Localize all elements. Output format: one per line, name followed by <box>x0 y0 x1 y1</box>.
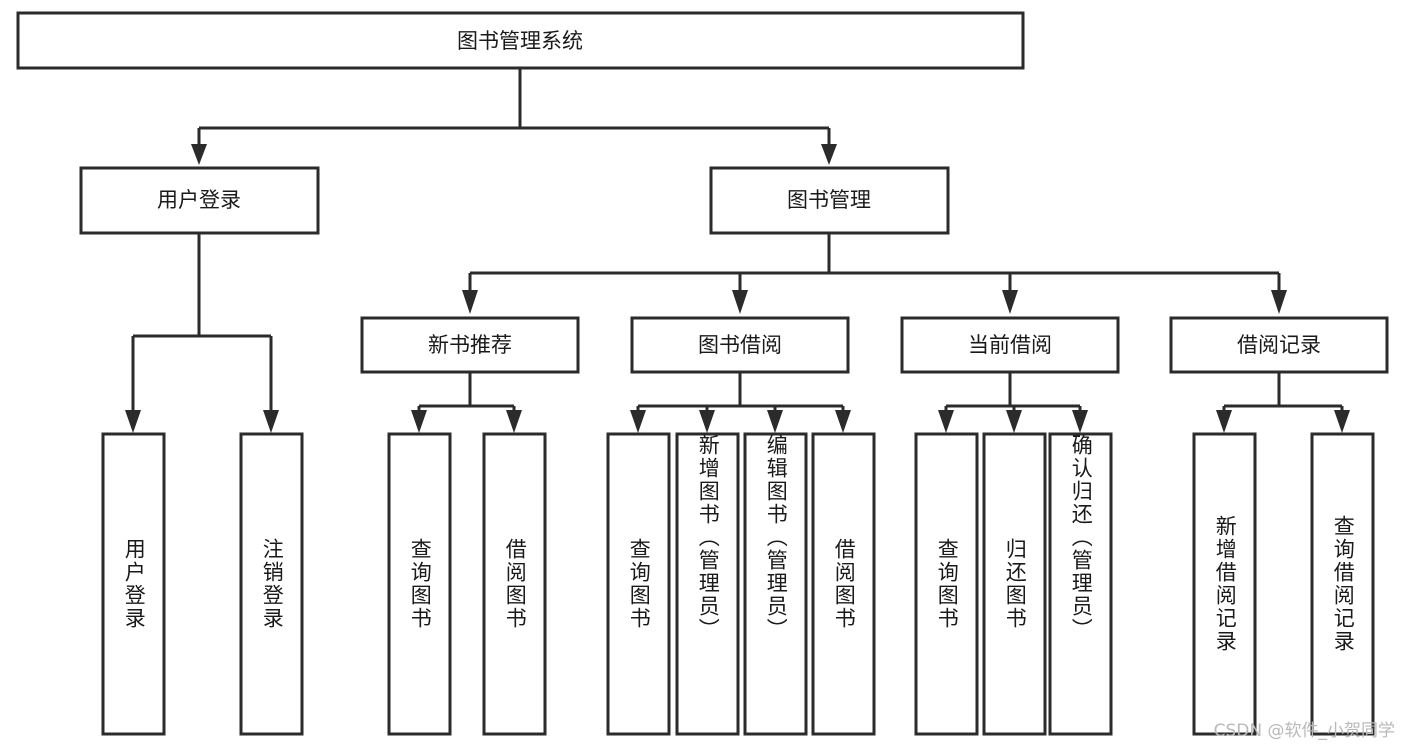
arrow-head-leaf-confirm-return <box>1072 410 1088 433</box>
connector-group-book-borrow <box>630 372 851 433</box>
arrow-head-leaf-borrow-book-2 <box>835 410 851 433</box>
leaf-box-query-book-2[interactable] <box>606 432 671 736</box>
leaf-user-login-label: 用户登录 <box>122 538 147 630</box>
node-borrow-record[interactable]: 借阅记录 <box>1169 316 1389 374</box>
connector-group-current-borrow <box>938 372 1088 433</box>
leaf-edit-book-label: 编辑图书（管理员） <box>764 434 789 641</box>
arrow-head-current-borrow <box>1002 290 1018 314</box>
leaf-user-login[interactable]: 用户登录 <box>103 434 164 734</box>
leaf-borrow-book-1[interactable]: 借阅图书 <box>484 434 545 734</box>
leaf-query-record[interactable]: 查询借阅记录 <box>1312 434 1373 734</box>
csdn-watermark: CSDN @软件_小贺同学 <box>1213 721 1395 741</box>
leaf-box-query-record[interactable] <box>1310 432 1375 736</box>
connector-group-new-book-recommend <box>411 372 522 433</box>
leaf-box-borrow-book-2[interactable] <box>811 432 876 736</box>
leaf-borrow-book-2[interactable]: 借阅图书 <box>813 434 874 734</box>
node-user-login-label: 用户登录 <box>157 188 241 212</box>
arrow-head-leaf-query-book-3 <box>938 410 954 433</box>
node-book-management[interactable]: 图书管理 <box>709 166 950 235</box>
arrow-head-leaf-user-login <box>125 410 141 433</box>
arrow-head-borrow-record <box>1271 290 1287 314</box>
leaf-box-borrow-book-1[interactable] <box>482 432 547 736</box>
arrow-head-new-book-recommend <box>462 290 478 314</box>
node-new-book-recommend[interactable]: 新书推荐 <box>360 316 580 374</box>
leaf-query-book-2[interactable]: 查询图书 <box>608 434 669 734</box>
node-user-login[interactable]: 用户登录 <box>79 166 320 235</box>
leaf-return-book[interactable]: 归还图书 <box>984 434 1045 734</box>
node-user-login-box[interactable] <box>79 166 320 235</box>
node-root-label: 图书管理系统 <box>457 29 583 53</box>
node-new-book-recommend-label: 新书推荐 <box>428 333 512 357</box>
arrow-head-leaf-query-book-2 <box>630 410 646 433</box>
leaf-add-book-label: 新增图书（管理员） <box>696 434 721 641</box>
leaf-box-add-record[interactable] <box>1192 432 1257 736</box>
arrow-head-leaf-add-record <box>1216 410 1232 433</box>
arrow-head-leaf-add-book <box>699 410 715 433</box>
leaf-query-book-2-label: 查询图书 <box>627 538 652 630</box>
leaf-query-record-label: 查询借阅记录 <box>1331 515 1356 653</box>
leaf-boxes <box>101 432 1375 736</box>
connector-group-user-login <box>125 233 279 433</box>
arrow-head-leaf-query-book-1 <box>411 410 427 433</box>
node-book-management-label: 图书管理 <box>787 188 871 212</box>
node-current-borrow-box[interactable] <box>900 316 1120 374</box>
leaf-box-return-book[interactable] <box>982 432 1047 736</box>
arrow-head-leaf-borrow-book-1 <box>506 410 522 433</box>
connector-group-borrow-record <box>1216 372 1350 433</box>
leaf-return-book-label: 归还图书 <box>1003 538 1028 630</box>
leaf-box-query-book-3[interactable] <box>914 432 979 736</box>
arrow-head-book-management <box>821 144 837 165</box>
leaf-confirm-return[interactable]: 确认归还（管理员） <box>1050 434 1111 734</box>
node-current-borrow[interactable]: 当前借阅 <box>900 316 1120 374</box>
leaf-box-user-login[interactable] <box>101 432 166 736</box>
node-borrow-record-box[interactable] <box>1169 316 1389 374</box>
leaf-box-user-logout[interactable] <box>239 432 304 736</box>
leaf-query-book-3-label: 查询图书 <box>935 538 960 630</box>
leaf-borrow-book-2-label: 借阅图书 <box>832 538 857 630</box>
node-borrow-record-label: 借阅记录 <box>1237 333 1321 357</box>
connector-group-root <box>191 68 837 165</box>
arrow-head-leaf-query-record <box>1334 410 1350 433</box>
arrow-head-leaf-return-book <box>1006 410 1022 433</box>
arrow-head-book-borrow <box>732 290 748 314</box>
leaf-query-book-1-label: 查询图书 <box>408 538 433 630</box>
leaf-query-book-3[interactable]: 查询图书 <box>916 434 977 734</box>
node-root-box[interactable] <box>16 11 1025 70</box>
leaf-box-confirm-return[interactable] <box>1048 432 1113 736</box>
leaf-add-record[interactable]: 新增借阅记录 <box>1194 434 1255 734</box>
node-current-borrow-label: 当前借阅 <box>968 333 1052 357</box>
node-book-borrow-label: 图书借阅 <box>698 333 782 357</box>
leaf-edit-book[interactable]: 编辑图书（管理员） <box>745 434 806 734</box>
leaf-box-edit-book[interactable] <box>743 432 808 736</box>
connector-group-book-management <box>462 233 1287 314</box>
node-root[interactable]: 图书管理系统 <box>16 11 1025 70</box>
leaf-query-book-1[interactable]: 查询图书 <box>389 434 450 734</box>
leaf-confirm-return-label: 确认归还（管理员） <box>1069 434 1094 641</box>
leaf-borrow-book-1-label: 借阅图书 <box>503 538 528 630</box>
leaf-box-add-book[interactable] <box>675 432 740 736</box>
leaf-user-logout[interactable]: 注销登录 <box>241 434 302 734</box>
arrow-head-user-login <box>191 144 207 165</box>
arrow-head-leaf-user-logout <box>263 410 279 433</box>
arrow-head-leaf-edit-book <box>767 410 783 433</box>
node-book-borrow[interactable]: 图书借阅 <box>630 316 850 374</box>
leaf-box-query-book-1[interactable] <box>387 432 452 736</box>
leaf-add-record-label: 新增借阅记录 <box>1213 515 1238 653</box>
leaf-user-logout-label: 注销登录 <box>260 538 285 630</box>
node-new-book-recommend-box[interactable] <box>360 316 580 374</box>
node-book-borrow-box[interactable] <box>630 316 850 374</box>
node-book-management-box[interactable] <box>709 166 950 235</box>
leaf-add-book[interactable]: 新增图书（管理员） <box>677 434 738 734</box>
